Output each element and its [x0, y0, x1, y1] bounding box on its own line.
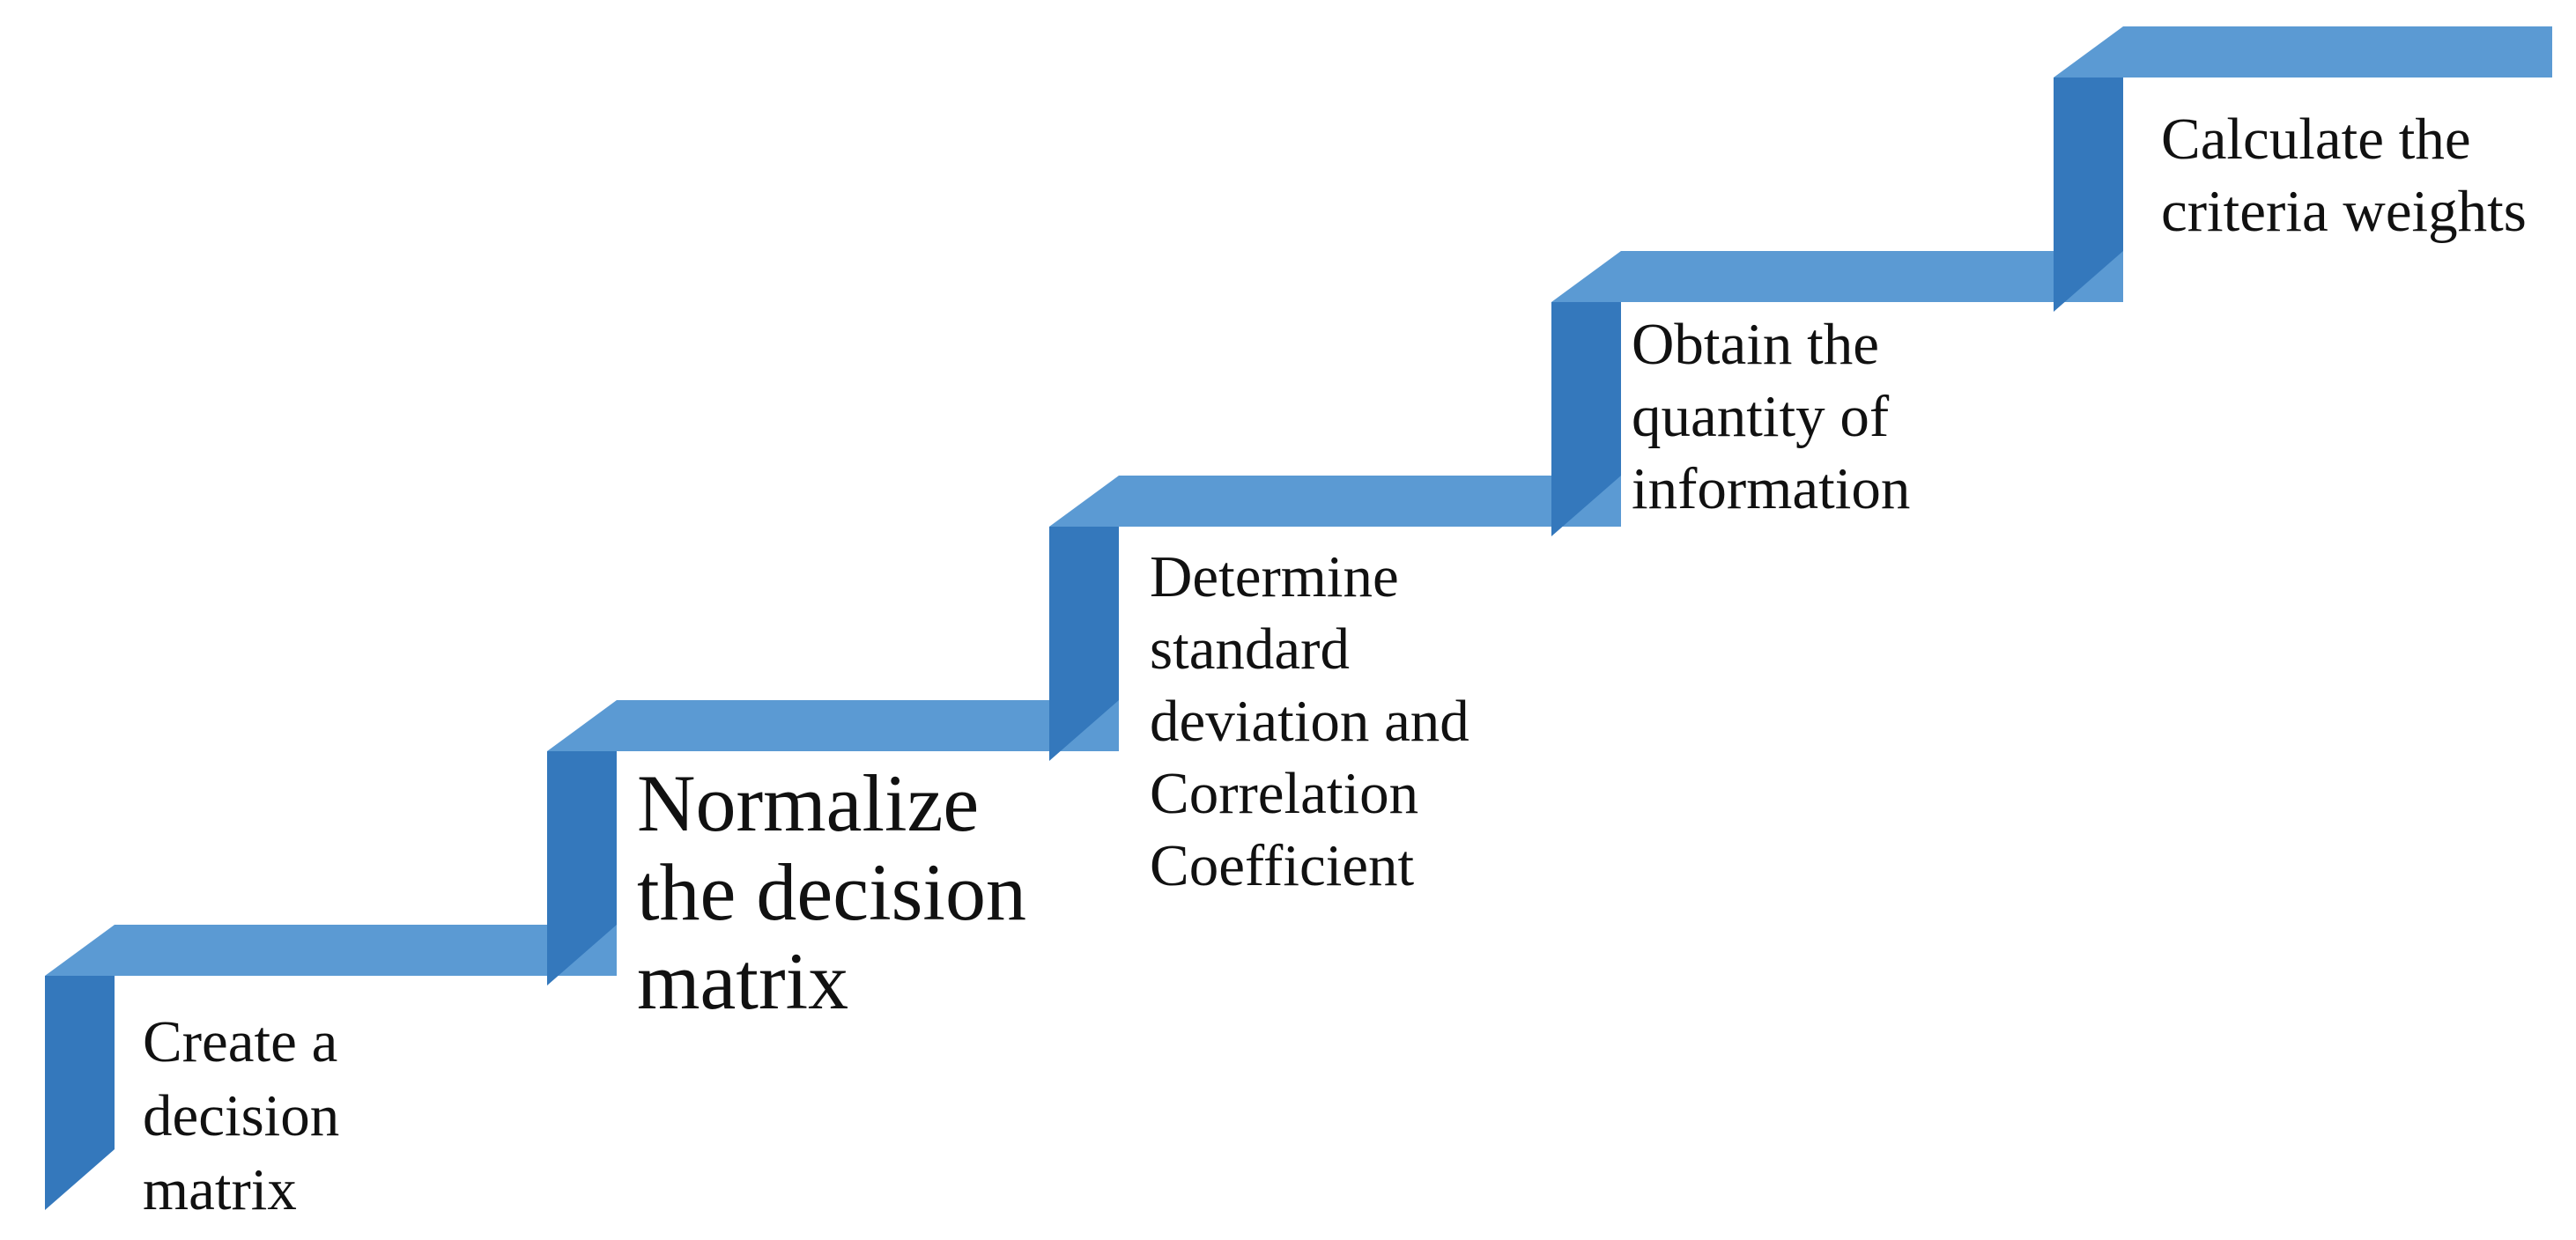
- step-1-label: Create a decision matrix: [143, 1009, 340, 1222]
- step-2-label: Normalize the decision matrix: [637, 758, 1026, 1026]
- step-1-riser: [45, 976, 115, 1210]
- step-4-label: Obtain the quantity of information: [1632, 312, 1911, 521]
- step-4-riser: [1551, 302, 1621, 536]
- step-2-riser: [547, 751, 617, 985]
- step-1-tread: [45, 925, 617, 976]
- step-3-riser: [1049, 527, 1119, 761]
- step-3-label: Determine standard deviation and Correla…: [1150, 544, 1469, 898]
- step-5-riser: [2054, 78, 2123, 312]
- step-5-tread: [2054, 26, 2552, 78]
- step-4-tread: [1551, 251, 2123, 302]
- step-5-label: Calculate the criteria weights: [2161, 107, 2527, 244]
- step-2-tread: [547, 700, 1119, 751]
- step-3-tread: [1049, 476, 1621, 527]
- step-risers: [45, 78, 2123, 1210]
- step-treads: [45, 26, 2552, 976]
